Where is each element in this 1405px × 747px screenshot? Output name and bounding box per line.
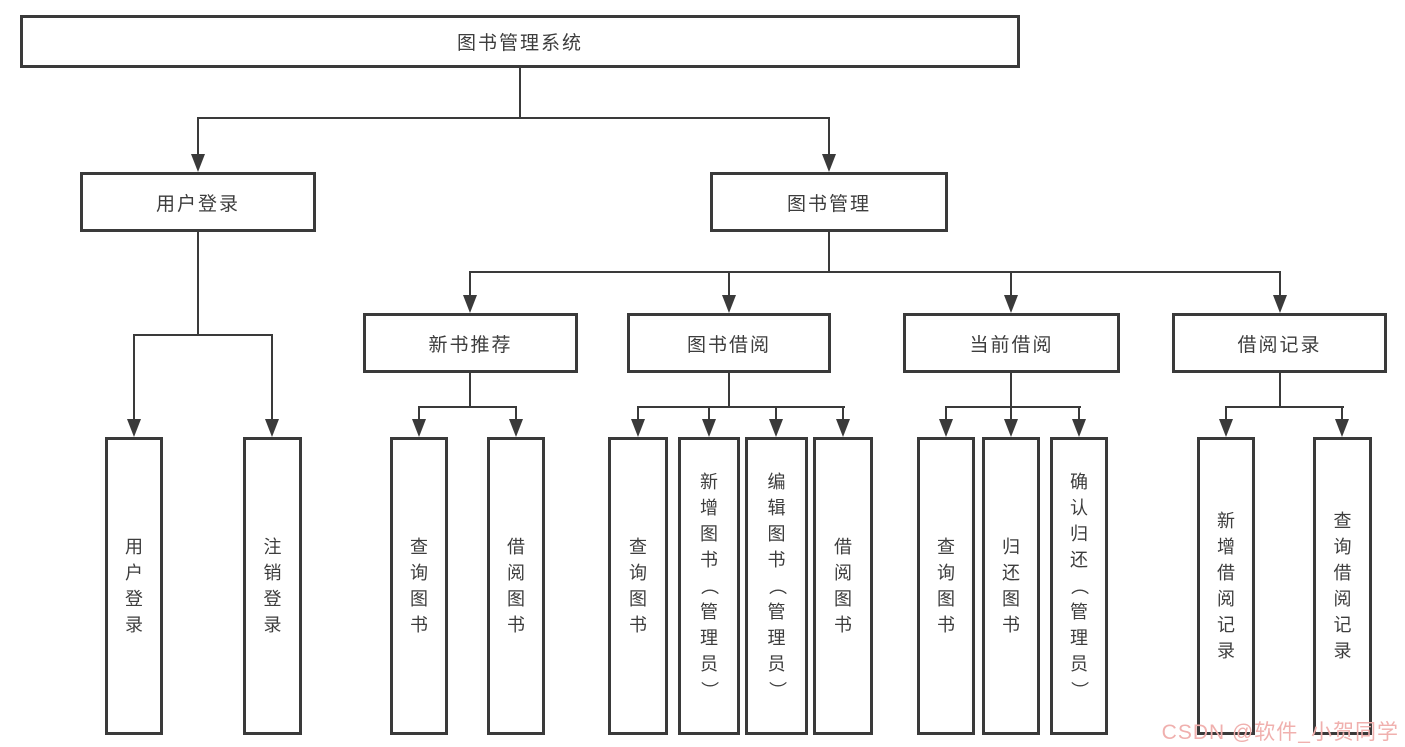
node-label: 借阅记录 [1237,334,1322,356]
connector-line [1225,406,1344,408]
connector-line [828,118,830,156]
arrowhead-down-icon [265,419,279,437]
node-label: 确认归还（管理员） [1069,472,1089,699]
connector-line [519,68,521,118]
node-user-login: 用户登录 [80,172,316,232]
arrowhead-down-icon [412,419,426,437]
connector-line [1279,373,1281,407]
arrowhead-down-icon [1004,419,1018,437]
node-label: 图书管理 [786,193,871,215]
node-label: 查询图书 [629,537,647,635]
node-book-management-system: 图书管理系统 [20,15,1020,68]
connector-line [133,334,273,336]
node-label: 借阅图书 [834,537,852,635]
connector-line [469,272,471,297]
arrowhead-down-icon [631,419,645,437]
arrowhead-down-icon [1072,419,1086,437]
connector-line [1010,373,1012,407]
node-label: 图书管理系统 [456,33,583,54]
leaf-query-books-current: 查询图书 [917,437,975,735]
connector-line [637,406,845,408]
connector-line [197,232,199,335]
node-label: 用户登录 [125,537,143,635]
leaf-query-borrow-record: 查询借阅记录 [1313,437,1372,735]
arrowhead-down-icon [836,419,850,437]
connector-line [133,335,135,421]
leaf-borrow-books-borrowing: 借阅图书 [813,437,873,735]
node-book-borrowing: 图书借阅 [627,313,831,373]
node-label: 用户登录 [155,193,240,215]
arrowhead-down-icon [463,295,477,313]
arrowhead-down-icon [722,295,736,313]
arrowhead-down-icon [191,154,205,172]
arrowhead-down-icon [1273,295,1287,313]
connector-line [945,406,1081,408]
node-label: 图书借阅 [686,334,771,356]
leaf-query-books-recommend: 查询图书 [390,437,448,735]
connector-line [842,407,844,421]
node-label: 新增图书（管理员） [699,472,719,699]
connector-line [271,335,273,421]
connector-line [197,118,199,156]
node-label: 归还图书 [1002,537,1020,635]
arrowhead-down-icon [769,419,783,437]
connector-line [1010,407,1012,421]
arrowhead-down-icon [509,419,523,437]
arrowhead-down-icon [702,419,716,437]
node-new-book-recommend: 新书推荐 [363,313,578,373]
leaf-user-login: 用户登录 [105,437,163,735]
connector-line [1078,407,1080,421]
connector-line [469,271,1281,273]
connector-line [515,407,517,421]
node-current-borrowing: 当前借阅 [903,313,1120,373]
node-label: 查询借阅记录 [1333,511,1352,661]
watermark: CSDN @软件_小贺同学 [1161,721,1399,744]
leaf-borrow-books-recommend: 借阅图书 [487,437,545,735]
leaf-confirm-return-admin: 确认归还（管理员） [1050,437,1108,735]
connector-line [728,373,730,407]
node-label: 查询图书 [937,537,955,635]
node-book-management: 图书管理 [710,172,948,232]
leaf-return-books: 归还图书 [982,437,1040,735]
leaf-edit-book-admin: 编辑图书（管理员） [745,437,808,735]
leaf-add-book-admin: 新增图书（管理员） [678,437,740,735]
connector-line [418,406,517,408]
leaf-query-books-borrowing: 查询图书 [608,437,668,735]
connector-line [197,117,830,119]
connector-line [728,272,730,297]
arrowhead-down-icon [1335,419,1349,437]
node-label: 查询图书 [410,537,428,635]
node-borrowing-records: 借阅记录 [1172,313,1387,373]
node-label: 编辑图书（管理员） [766,472,787,699]
arrowhead-down-icon [127,419,141,437]
arrowhead-down-icon [822,154,836,172]
connector-line [418,407,420,421]
node-label: 注销登录 [263,537,282,635]
arrowhead-down-icon [939,419,953,437]
leaf-add-borrow-record: 新增借阅记录 [1197,437,1255,735]
node-label: 新增借阅记录 [1217,511,1235,661]
connector-line [469,373,471,407]
arrowhead-down-icon [1004,295,1018,313]
node-label: 当前借阅 [969,334,1054,356]
connector-line [708,407,710,421]
node-label: 借阅图书 [507,537,525,635]
connector-line [1225,407,1227,421]
connector-line [1010,272,1012,297]
connector-line [945,407,947,421]
connector-line [775,407,777,421]
arrowhead-down-icon [1219,419,1233,437]
connector-line [1279,272,1281,297]
connector-line [828,232,830,272]
connector-line [637,407,639,421]
leaf-logout: 注销登录 [243,437,302,735]
node-label: 新书推荐 [428,334,513,356]
connector-line [1341,407,1343,421]
